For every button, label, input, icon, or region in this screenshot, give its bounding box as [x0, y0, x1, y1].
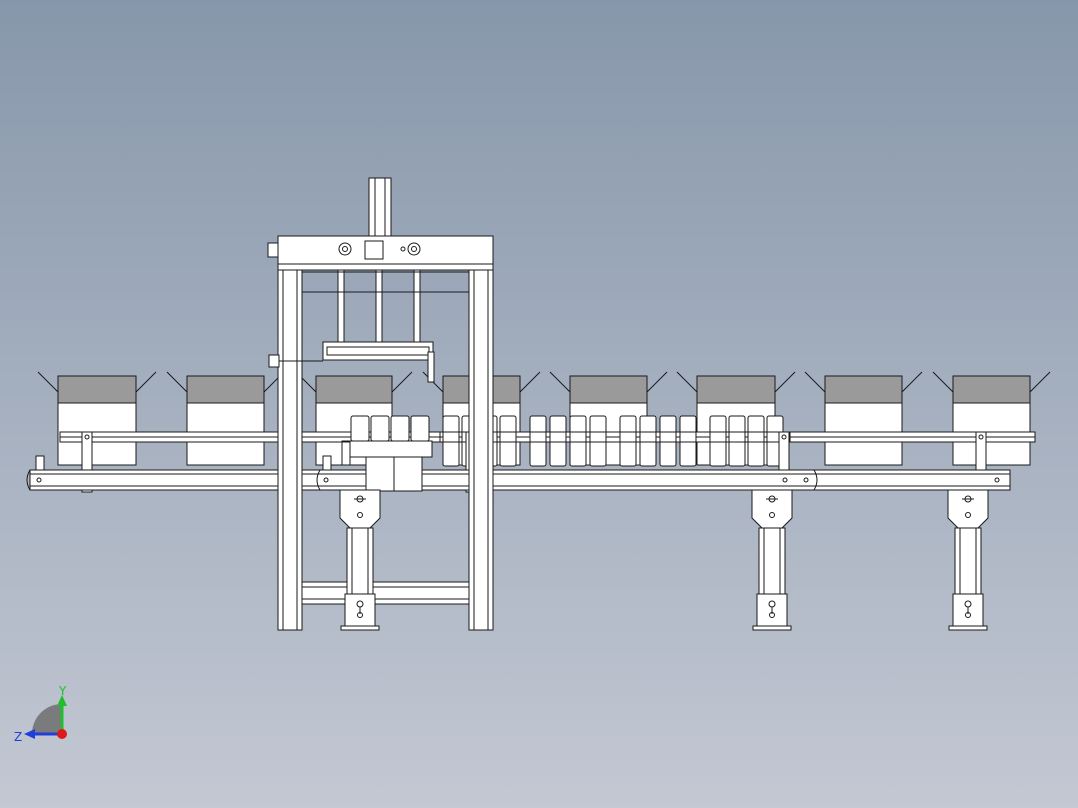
orientation-triad[interactable]: Y Z — [10, 682, 80, 752]
carton-box — [166, 371, 285, 466]
y-axis-arrow — [57, 695, 67, 706]
filling-station — [267, 177, 494, 631]
carton-box — [932, 371, 1051, 466]
right-column — [468, 269, 494, 631]
carton-box — [804, 371, 923, 466]
x-axis-dot — [57, 729, 67, 739]
gripper-head — [322, 341, 434, 361]
y-axis-label: Y — [58, 684, 67, 698]
conveyor-beam — [26, 455, 1011, 491]
support-leg — [339, 489, 381, 631]
left-column — [277, 269, 303, 631]
pneumatic-cylinder — [368, 177, 392, 237]
top-plate — [277, 235, 494, 265]
carton-box — [37, 371, 157, 466]
triad-arc — [32, 704, 62, 734]
z-axis-arrow — [24, 729, 35, 739]
support-leg — [947, 489, 989, 631]
z-axis-label: Z — [14, 730, 22, 744]
support-leg — [751, 489, 793, 631]
bottle-group-left — [350, 415, 430, 442]
